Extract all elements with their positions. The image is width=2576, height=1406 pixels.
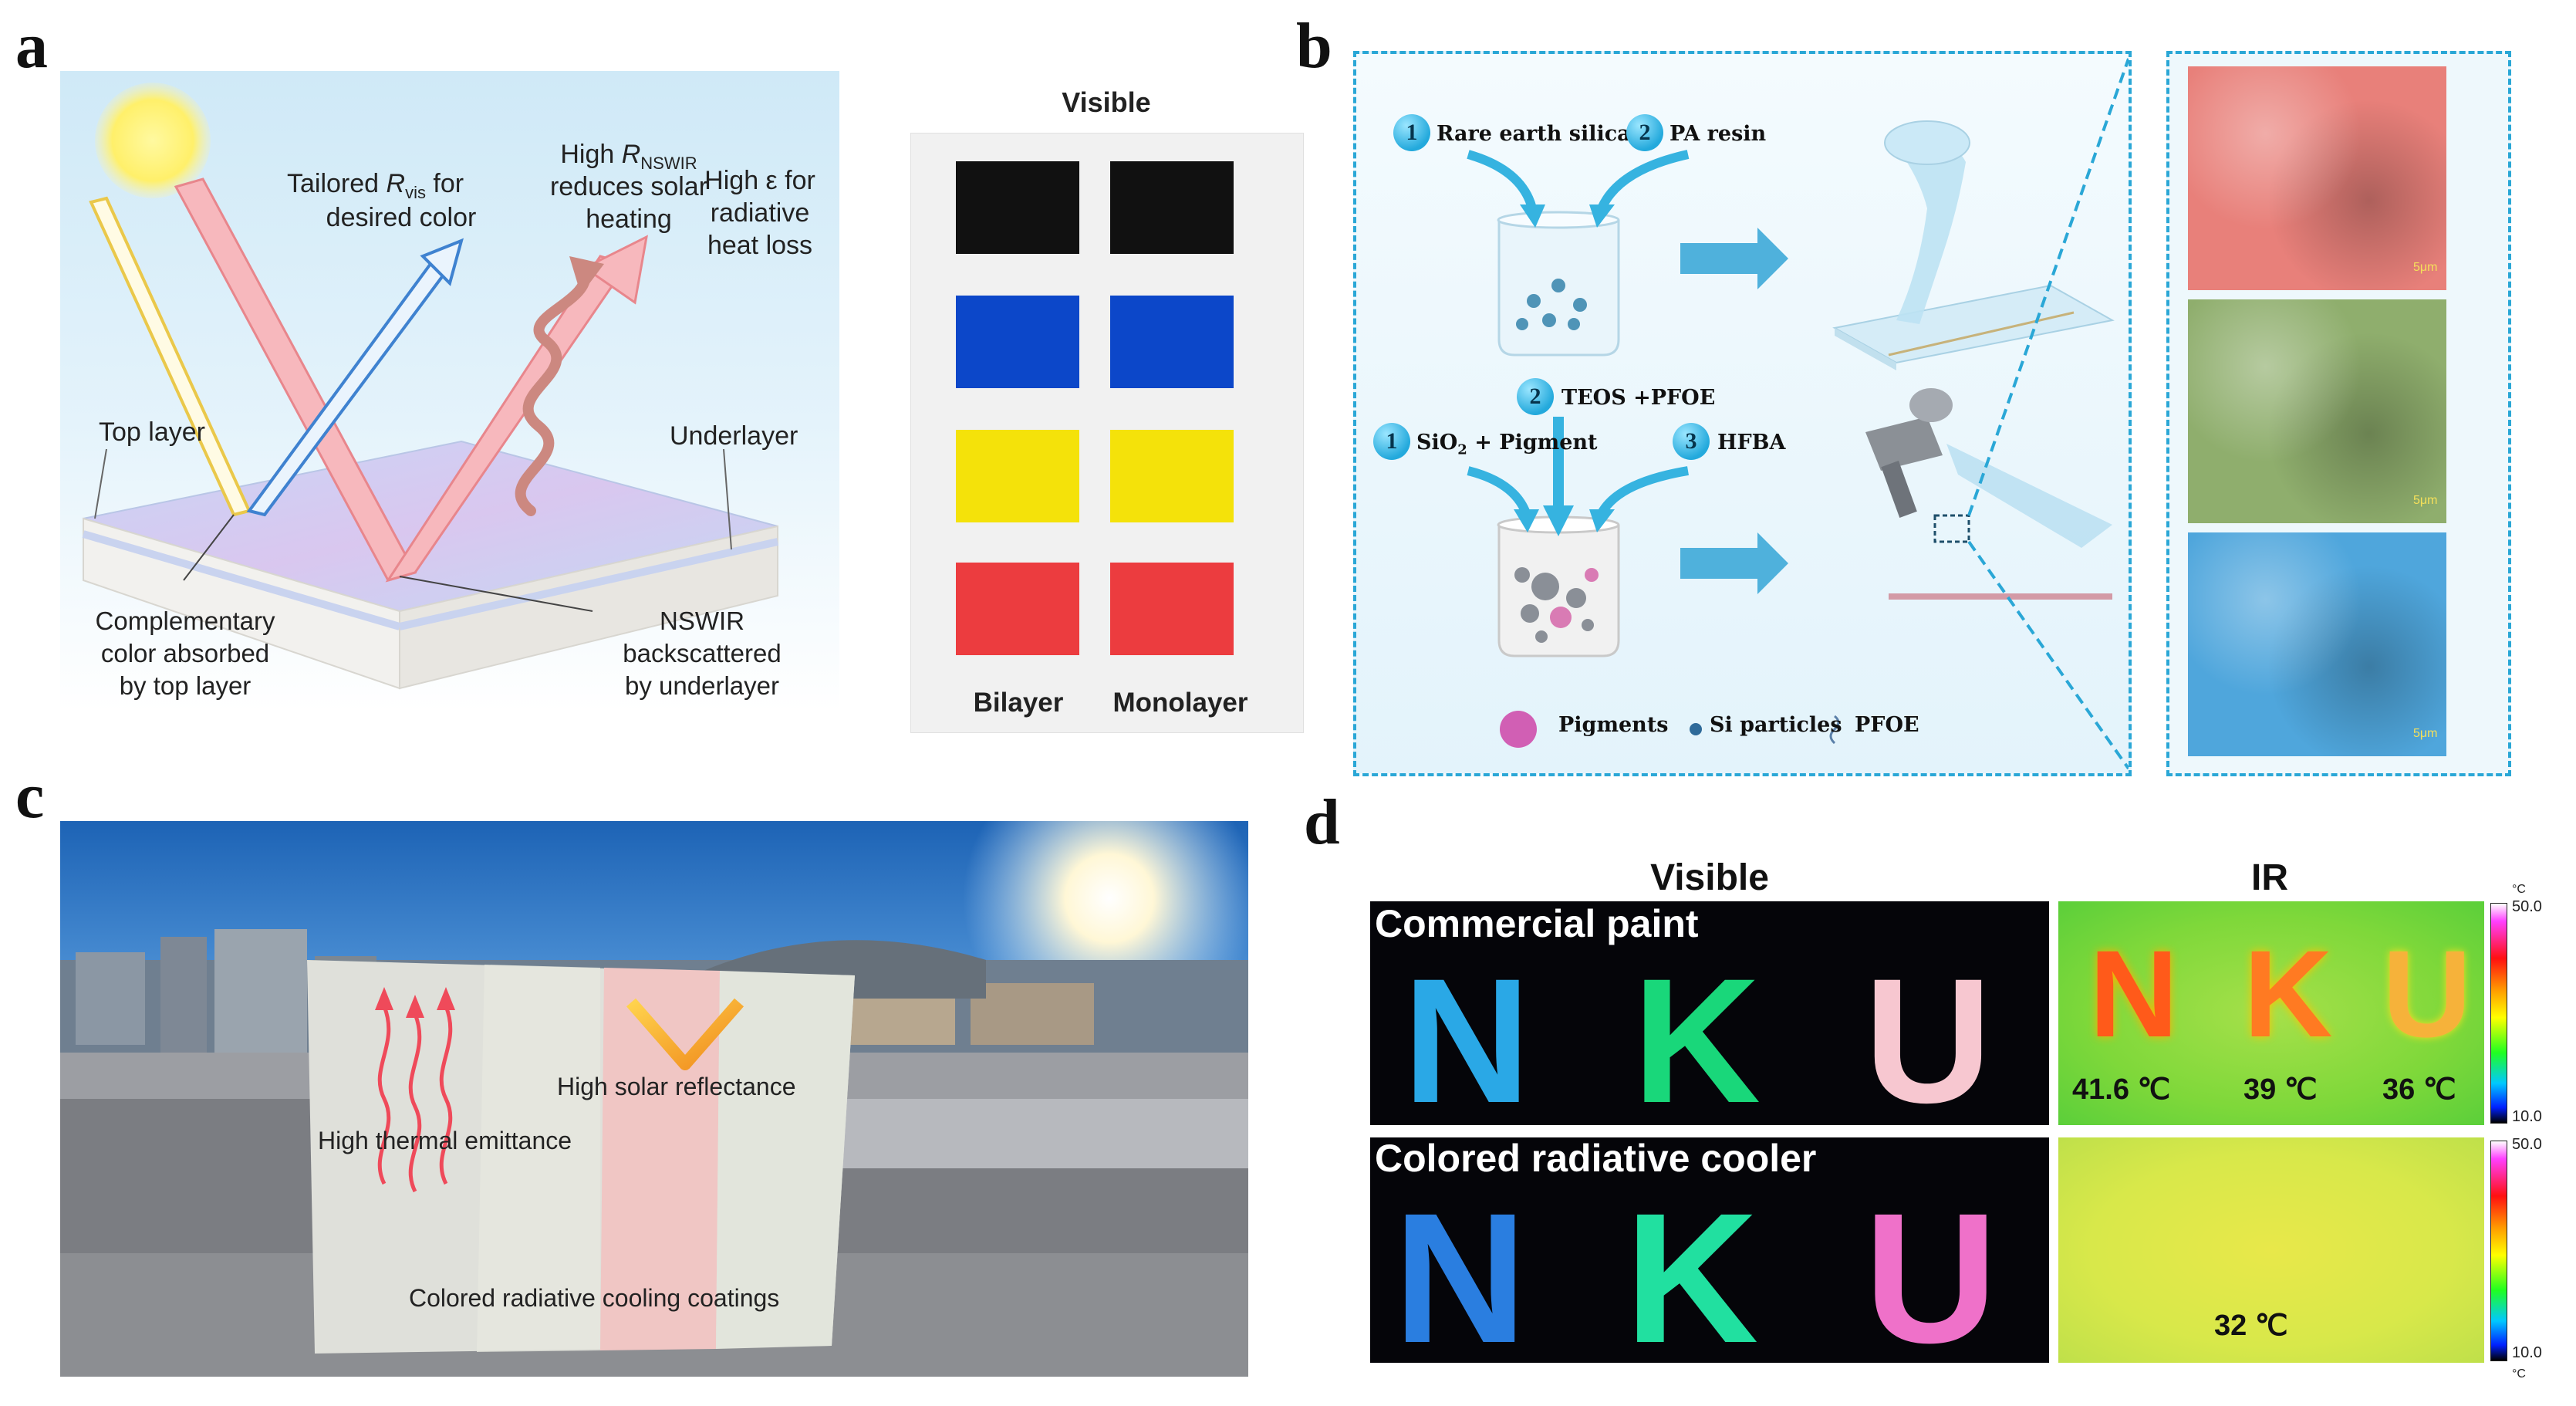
sample-black-monolayer bbox=[1110, 161, 1234, 254]
rooftop-scene bbox=[60, 821, 1248, 1377]
complementary-label: Complementary bbox=[95, 607, 275, 635]
legend-si-particles: Si particles bbox=[1710, 713, 1842, 737]
panel-label-b: b bbox=[1296, 10, 1332, 82]
legend-pigments: Pigments bbox=[1558, 713, 1669, 737]
sio2-pigment-label: SiO2 + Pigment bbox=[1416, 431, 1598, 458]
step-3-badge: 3 bbox=[1673, 423, 1710, 460]
commercial-paint-label: Commercial paint bbox=[1375, 902, 1699, 945]
underlayer-label: Underlayer bbox=[670, 421, 798, 451]
visible-heading: Visible bbox=[1650, 857, 1769, 898]
heating-label: heating bbox=[586, 204, 672, 234]
scale-bar-label: 5μm bbox=[2413, 261, 2438, 274]
bilayer-schematic bbox=[60, 71, 839, 711]
scale-bar-label: 5μm bbox=[2413, 494, 2438, 507]
visible-letter-k: K bbox=[1625, 1174, 1759, 1381]
pa-resin-label: PA resin bbox=[1670, 122, 1767, 146]
panel-label-d: d bbox=[1304, 786, 1340, 858]
visible-letter-u: U bbox=[1864, 941, 1993, 1140]
panel-label-a: a bbox=[15, 10, 48, 82]
fabrication-schematic-drawing bbox=[1467, 58, 2130, 770]
sample-black-bilayer bbox=[956, 161, 1079, 254]
heat-loss-label: heat loss bbox=[707, 231, 813, 260]
radiative-label: radiative bbox=[710, 198, 810, 228]
color-absorbed-label: color absorbed bbox=[100, 639, 270, 668]
temp-u-label: 36 ℃ bbox=[2382, 1073, 2456, 1106]
teos-pfoe-label: TEOS +PFOE bbox=[1561, 386, 1716, 410]
by-top-layer-label: by top layer bbox=[119, 671, 252, 700]
backscattered-label: backscattered bbox=[623, 639, 782, 668]
panel-label-c: c bbox=[15, 760, 45, 832]
sample-photo bbox=[910, 133, 1304, 733]
hfba-label: HFBA bbox=[1717, 431, 1786, 455]
sample-red-monolayer bbox=[1110, 563, 1234, 655]
scale-max-label: 50.0 bbox=[2512, 1136, 2542, 1153]
top-layer-label: Top layer bbox=[99, 417, 205, 447]
tailored-rvis-label: Tailored Rvis for bbox=[287, 169, 464, 202]
high-epsilon-label: High ε for bbox=[704, 166, 815, 195]
by-underlayer-label: by underlayer bbox=[625, 671, 779, 700]
bilayer-schematic-drawing bbox=[82, 83, 779, 690]
scale-max-label: 50.0 bbox=[2512, 898, 2542, 915]
sample-blue-bilayer bbox=[956, 296, 1079, 388]
ir-letter-k: K bbox=[2243, 924, 2333, 1063]
high-rnswir-label: High RNSWIR bbox=[560, 140, 697, 173]
ir-heading: IR bbox=[2251, 857, 2288, 898]
nswir-label: NSWIR bbox=[660, 607, 744, 635]
step-2b-badge: 2 bbox=[1517, 378, 1554, 415]
ir-letter-u: U bbox=[2382, 924, 2472, 1063]
visible-letter-n: N bbox=[1393, 1174, 1528, 1381]
legend-pfoe: PFOE bbox=[1855, 713, 1919, 737]
temp-n-label: 41.6 ℃ bbox=[2072, 1073, 2171, 1106]
rare-earth-silicate-label: Rare earth silicate bbox=[1437, 122, 1654, 146]
sample-red-bilayer bbox=[956, 563, 1079, 655]
reduces-solar-label: reduces solar bbox=[549, 172, 708, 201]
ir-letter-n: N bbox=[2089, 924, 2179, 1063]
rooftop-photo bbox=[60, 821, 1248, 1377]
sun-icon bbox=[95, 83, 211, 198]
coatings-label: Colored radiative cooling coatings bbox=[409, 1284, 780, 1312]
thermal-emittance-label: High thermal emittance bbox=[318, 1127, 572, 1154]
ir-color-scale bbox=[2490, 903, 2507, 1124]
sample-yellow-bilayer bbox=[956, 430, 1079, 522]
step-1-badge: 1 bbox=[1393, 114, 1430, 151]
sem-image-blue bbox=[2188, 532, 2446, 756]
solar-reflectance-label: High solar reflectance bbox=[557, 1073, 796, 1100]
sample-yellow-monolayer bbox=[1110, 430, 1234, 522]
visible-letter-n: N bbox=[1403, 941, 1531, 1140]
bilayer-label: Bilayer bbox=[973, 688, 1064, 718]
desired-color-label: desired color bbox=[326, 203, 477, 232]
visible-letter-u: U bbox=[1864, 1174, 1998, 1381]
commercial-paint-visible: Commercial paint N K U bbox=[1370, 901, 2049, 1130]
radiative-cooler-ir: 32 ℃ bbox=[2058, 1137, 2484, 1363]
radiative-cooler-visible: Colored radiative cooler N K U bbox=[1370, 1137, 2049, 1371]
scale-min-label: 10.0 bbox=[2512, 1108, 2542, 1125]
scale-unit-label: °C bbox=[2512, 1367, 2526, 1381]
step-2-badge: 2 bbox=[1626, 114, 1663, 151]
sample-blue-monolayer bbox=[1110, 296, 1234, 388]
visible-letter-k: K bbox=[1632, 941, 1761, 1140]
sem-image-red bbox=[2188, 66, 2446, 290]
scale-min-label: 10.0 bbox=[2512, 1344, 2542, 1361]
commercial-paint-ir: N K U 41.6 ℃ 39 ℃ 36 ℃ bbox=[2058, 901, 2484, 1125]
fabrication-schematic bbox=[1353, 51, 2132, 776]
radiative-cooler-label: Colored radiative cooler bbox=[1375, 1137, 1817, 1180]
ir-color-scale bbox=[2490, 1141, 2507, 1361]
monolayer-label: Monolayer bbox=[1112, 688, 1248, 718]
sem-image-green bbox=[2188, 299, 2446, 523]
scale-bar-label: 5μm bbox=[2413, 727, 2438, 740]
temp-cooler-label: 32 ℃ bbox=[2214, 1310, 2288, 1342]
step-1b-badge: 1 bbox=[1373, 423, 1410, 460]
visible-title: Visible bbox=[1062, 86, 1151, 118]
scale-unit-label: °C bbox=[2512, 883, 2526, 896]
temp-k-label: 39 ℃ bbox=[2243, 1073, 2318, 1106]
